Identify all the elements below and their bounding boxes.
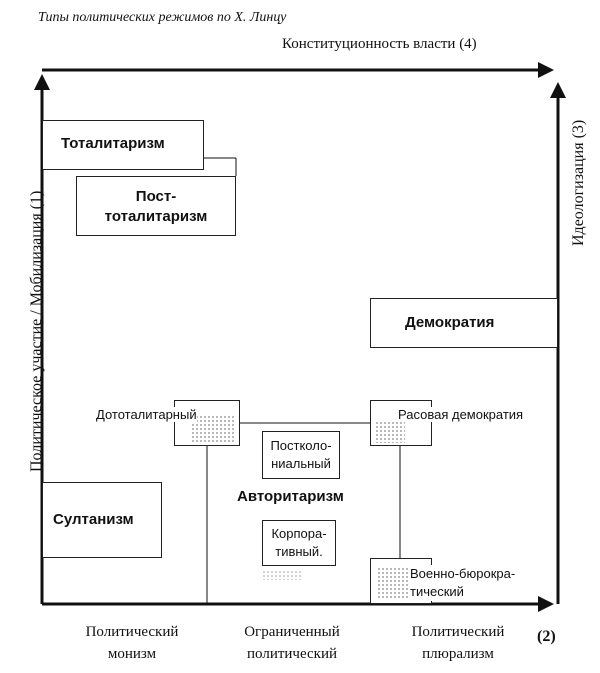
corporative-box: Корпора- тивный. [262,520,336,566]
democracy-box: Демократия [370,298,558,348]
bottom-axis-arrowhead [538,596,554,612]
corporative-dots [262,570,302,580]
sultanism-box: Султанизм [42,482,162,558]
racial-democracy-label: Расовая демократия [396,407,526,422]
pre-totalitarian-label: Дототалитарный [96,407,197,422]
post-totalitarianism-box: Пост- тоталитаризм [76,176,236,236]
axis-label-pluralism-number: (2) [537,628,556,645]
top-axis-arrowhead [538,62,554,78]
totalitarianism-box: Тоталитаризм [42,120,204,170]
authoritarianism-label: Авторитаризм [237,488,344,505]
figure-title: Типы политических режимов по Х. Линцу [38,10,287,25]
military-bureaucratic-label: Военно-бюрокра- тический [408,565,518,601]
axis-label-constitutionality: Конституционность власти (4) [282,36,477,52]
left-axis-arrowhead [34,74,50,90]
post-colonial-box: Постколо- ниальный [262,431,340,479]
right-axis-arrowhead [550,82,566,98]
